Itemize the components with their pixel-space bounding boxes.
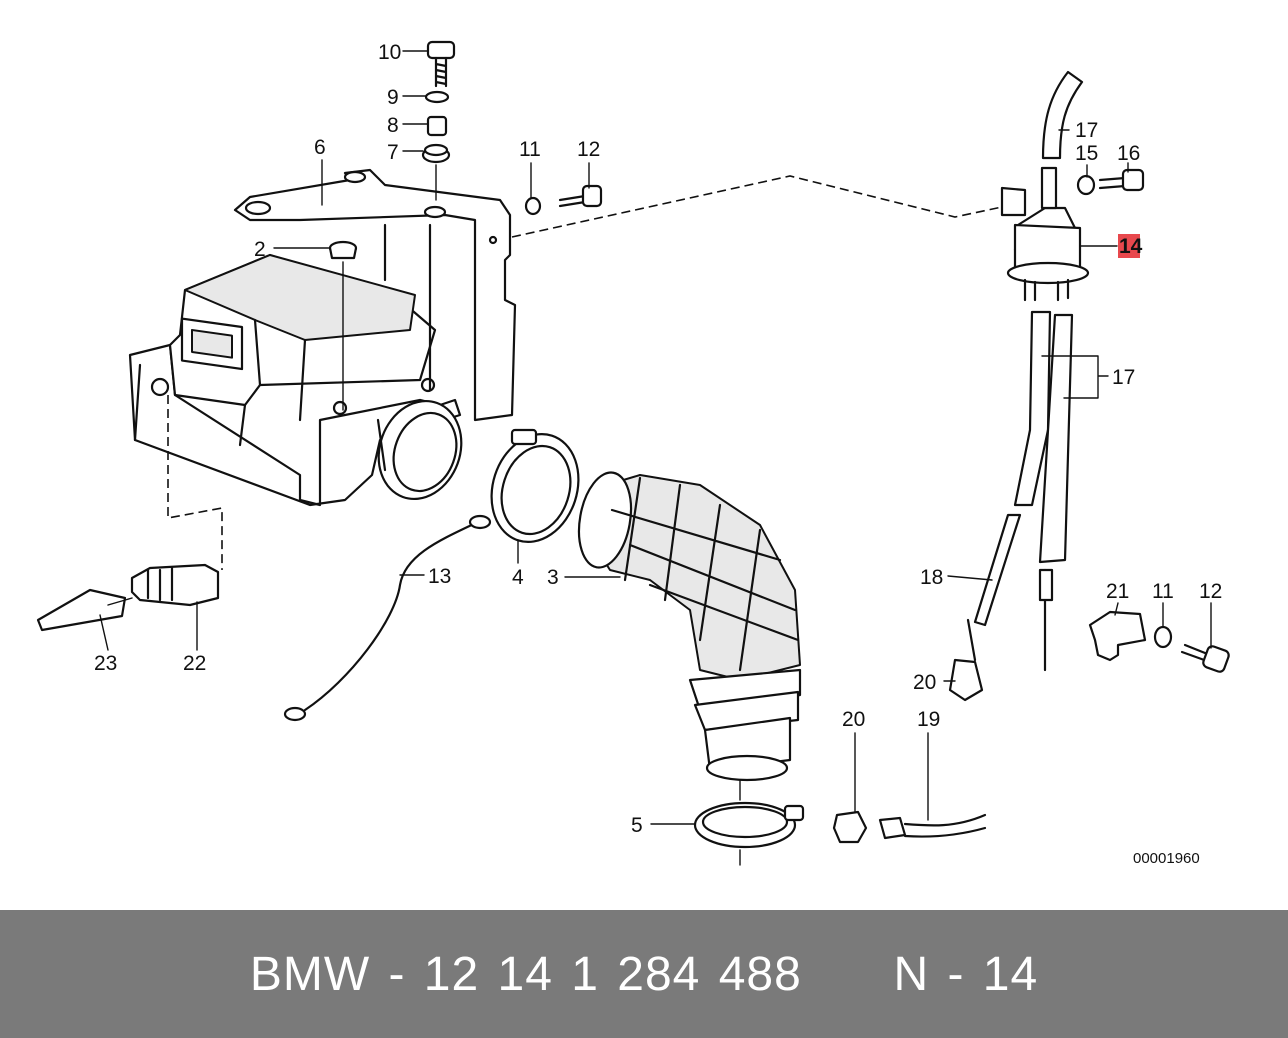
valve-14 — [1000, 166, 1090, 302]
part-2-cap — [328, 240, 358, 260]
bolt-10 — [426, 40, 456, 88]
spacer-8 — [426, 115, 448, 137]
hose-clamp-4 — [490, 428, 580, 543]
intake-ring — [376, 399, 463, 501]
label-11-top: 11 — [519, 138, 541, 161]
washer-11-right — [1153, 625, 1173, 649]
highlight-box — [1118, 234, 1140, 258]
label-17-mid: 17 — [1112, 366, 1135, 389]
label-16: 16 — [1117, 142, 1140, 165]
rubber-boot-23 — [36, 588, 127, 632]
label-8: 8 — [387, 114, 399, 137]
label-3: 3 — [547, 566, 559, 589]
washer-15 — [1076, 174, 1096, 196]
line-19 — [878, 813, 987, 840]
ground-strap-13 — [283, 514, 492, 722]
label-17-top: 17 — [1075, 119, 1098, 142]
label-23: 23 — [94, 652, 117, 675]
label-5: 5 — [631, 814, 643, 837]
document-number: 00001960 — [1133, 850, 1200, 867]
grommet-7 — [421, 143, 451, 164]
line-18 — [973, 513, 1054, 672]
label-15: 15 — [1075, 142, 1098, 165]
bolt-16 — [1098, 168, 1145, 192]
washer-11 — [524, 196, 542, 216]
label-12-right: 12 — [1199, 580, 1222, 603]
label-11-right: 11 — [1152, 580, 1174, 603]
parts-diagram: 10 9 8 7 6 2 11 12 17 15 16 14 17 18 20 … — [36, 40, 1230, 867]
bracket-21 — [1088, 610, 1147, 662]
label-20-bottom: 20 — [842, 708, 865, 731]
connector-22 — [130, 563, 220, 607]
label-6: 6 — [314, 136, 326, 159]
label-9: 9 — [387, 86, 399, 109]
label-10: 10 — [378, 41, 401, 64]
footer-bar: BMW - 12 14 1 284 488 N - 14 — [0, 910, 1288, 1038]
bolt-12 — [558, 184, 603, 208]
label-12-top: 12 — [577, 138, 600, 161]
washer-9 — [424, 90, 450, 104]
label-4: 4 — [512, 566, 524, 589]
label-21: 21 — [1106, 580, 1129, 603]
hose-clamp-5 — [693, 801, 805, 849]
label-18: 18 — [920, 566, 943, 589]
label-19: 19 — [917, 708, 940, 731]
label-22: 22 — [183, 652, 206, 675]
label-2: 2 — [254, 238, 266, 261]
air-flow-meter-housing — [128, 253, 462, 507]
diagram-drawing: 10 9 8 7 6 2 11 12 17 15 16 14 17 18 20 … — [36, 40, 1230, 867]
label-7: 7 — [387, 141, 399, 164]
bracket — [233, 168, 517, 422]
hoses-17 — [1013, 310, 1074, 564]
hose-17-top — [1041, 70, 1084, 160]
leader-lines — [99, 50, 1212, 825]
nut-20-bottom — [832, 810, 868, 844]
label-13: 13 — [428, 565, 451, 588]
label-14: 14 — [1119, 235, 1143, 258]
nut-20-right — [948, 618, 984, 702]
bolt-12-right — [1180, 643, 1230, 673]
intake-boot-3 — [577, 471, 802, 782]
label-20-right: 20 — [913, 671, 936, 694]
part-number-caption: BMW - 12 14 1 284 488 N - 14 — [249, 947, 1039, 1001]
